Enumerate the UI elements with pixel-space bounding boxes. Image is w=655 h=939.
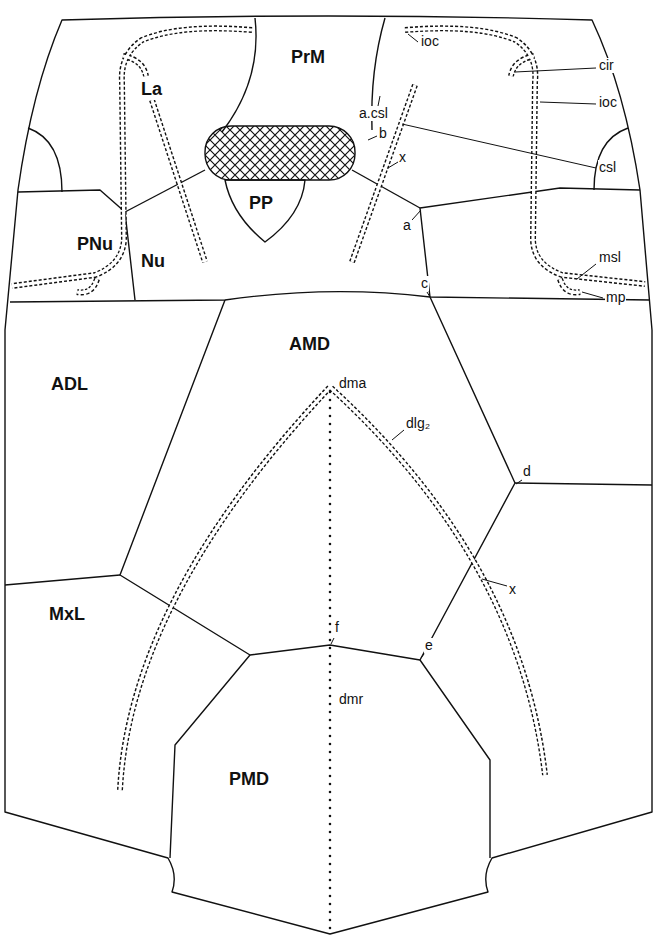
plate-label: PMD xyxy=(228,770,270,790)
plate-label: ADL xyxy=(50,375,89,395)
sensory-canals xyxy=(12,28,645,790)
structure-label: f xyxy=(334,620,340,635)
suture xyxy=(170,655,250,858)
structure-label: a.csl xyxy=(358,106,389,121)
suture xyxy=(125,170,205,212)
structure-label: msl xyxy=(598,250,622,265)
suture xyxy=(5,575,120,585)
suture xyxy=(222,18,256,132)
suture xyxy=(515,483,652,485)
structure-label: x xyxy=(398,150,407,165)
leader-lines xyxy=(331,34,603,658)
pineal-opening xyxy=(205,126,355,180)
plate-label: MxL xyxy=(48,605,86,625)
structure-label: e xyxy=(424,638,434,653)
suture xyxy=(120,297,515,660)
plate-label: Nu xyxy=(140,252,166,272)
structure-label: dmr xyxy=(338,692,364,707)
structure-label: d xyxy=(522,464,532,479)
suture xyxy=(10,292,650,302)
orbit-margin xyxy=(594,128,628,190)
plate-label: PNu xyxy=(76,235,114,255)
plate-label: AMD xyxy=(288,335,331,355)
suture xyxy=(420,660,490,858)
structure-label: cir xyxy=(598,58,615,73)
plate-label: PrM xyxy=(290,48,326,68)
structure-label: x xyxy=(508,582,517,597)
orbit-margin xyxy=(28,128,62,192)
structure-label: c xyxy=(420,276,429,291)
structure-label: dlg₂ xyxy=(405,416,431,431)
structure-label: b xyxy=(378,126,388,141)
pineal-plate xyxy=(225,180,305,242)
skull-outline xyxy=(5,16,652,934)
suture xyxy=(352,170,420,208)
structure-label: a xyxy=(402,218,412,233)
plate-label: PP xyxy=(248,194,274,214)
median-ridge xyxy=(329,392,332,930)
structure-label: ioc xyxy=(598,95,618,110)
structure-label: ioc xyxy=(420,34,440,49)
structure-label: csl xyxy=(598,160,617,175)
structure-label: mp xyxy=(605,290,626,305)
structure-label: dma xyxy=(338,376,367,391)
plate-label: La xyxy=(140,80,163,100)
